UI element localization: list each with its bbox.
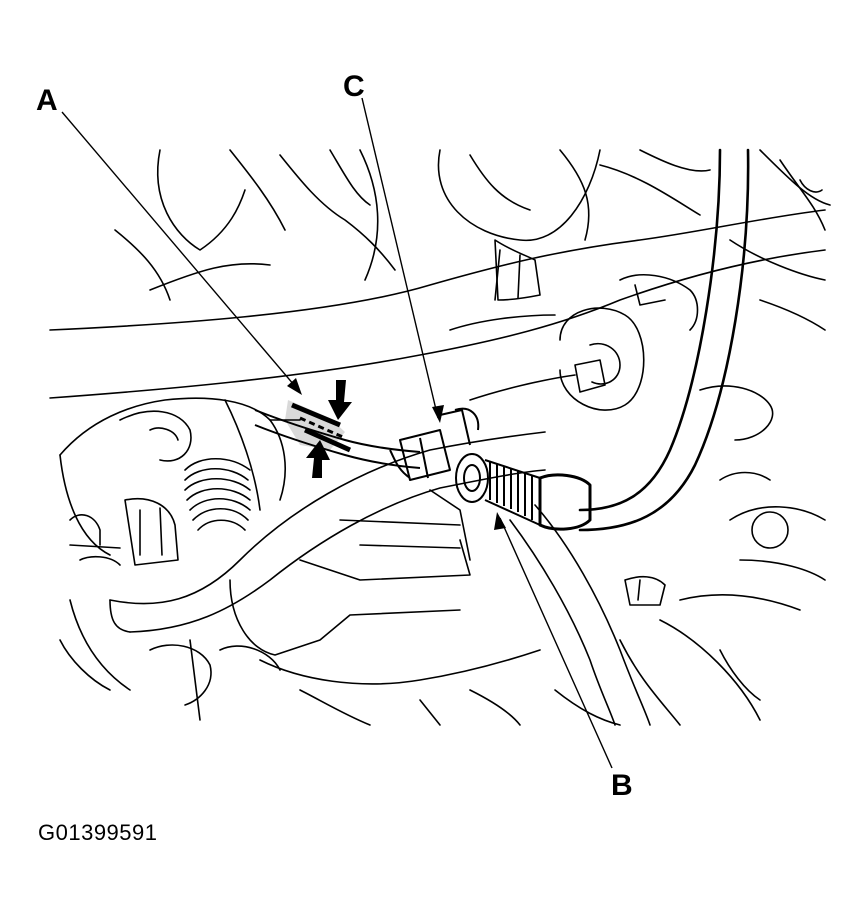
callout-label-a: A — [36, 84, 58, 117]
arrowhead-a-icon — [287, 378, 302, 395]
cable — [580, 150, 748, 530]
leader-line-a — [62, 112, 300, 392]
squeeze-arrow-up-icon — [306, 440, 330, 478]
arrowhead-b-icon — [494, 512, 506, 530]
arrowhead-c-icon — [432, 405, 444, 423]
background-engine-components — [50, 150, 830, 725]
leader-lines — [62, 98, 612, 768]
leader-line-b — [500, 518, 612, 768]
leader-arrowheads — [287, 378, 506, 530]
callout-label-c: C — [343, 70, 365, 103]
callout-label-b: B — [611, 769, 633, 802]
squeeze-arrow-down-icon — [328, 380, 352, 420]
leader-line-c — [362, 98, 438, 418]
hose-clamp-a — [255, 380, 420, 478]
threaded-fitting — [456, 454, 590, 529]
figure-id: G01399591 — [38, 820, 158, 845]
